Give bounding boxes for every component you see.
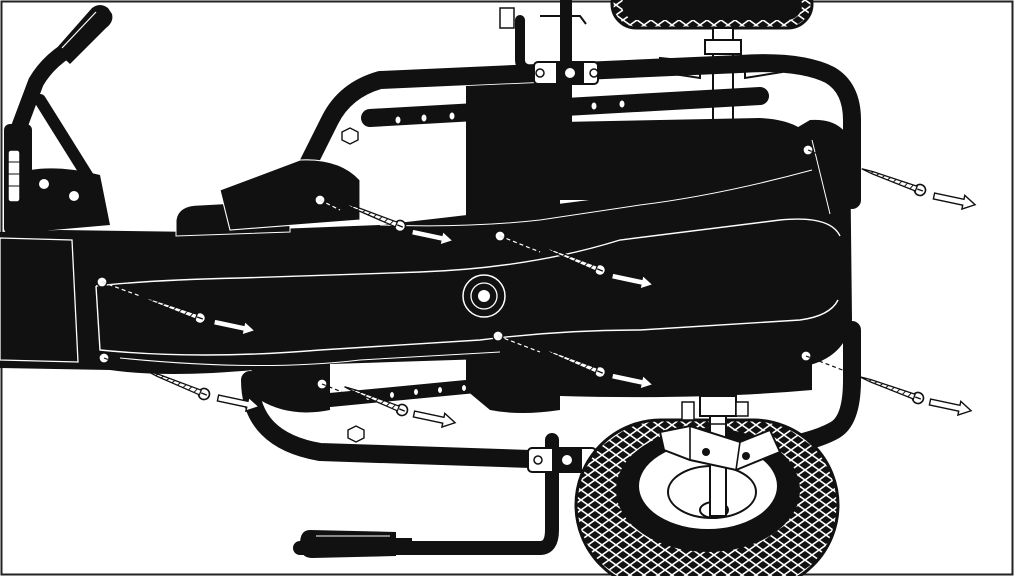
engine-block xyxy=(4,124,110,234)
upper-wheel-icon xyxy=(610,0,814,30)
wheel-icon xyxy=(574,395,840,576)
screw-holes xyxy=(96,144,814,390)
handle-icon xyxy=(300,530,412,558)
nut-icon xyxy=(341,127,365,443)
bracket-icon xyxy=(499,7,599,85)
handle-icon xyxy=(55,5,113,64)
main-housing xyxy=(0,119,852,374)
